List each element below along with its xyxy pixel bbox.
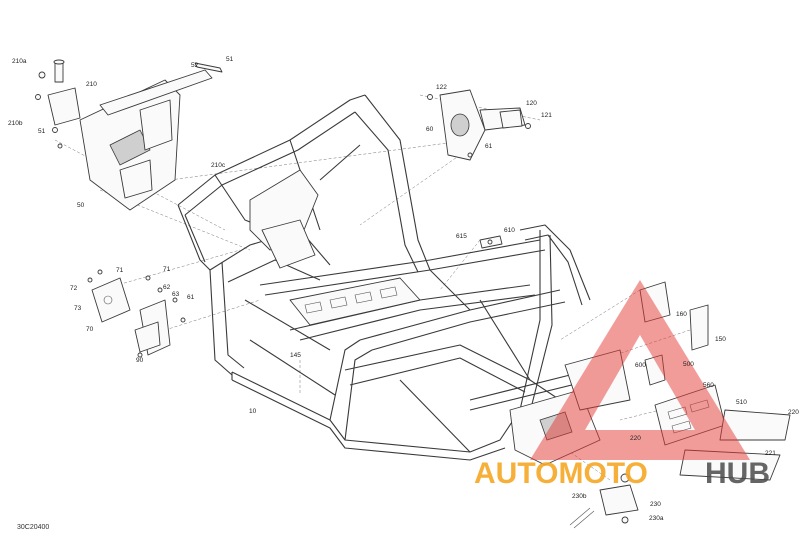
front-bracket-assembly	[35, 59, 223, 211]
label-10: 10	[249, 408, 257, 415]
label-70: 70	[86, 326, 94, 333]
label-560: 560	[703, 382, 714, 389]
diagram-reference-code: 30C20400	[17, 524, 49, 531]
label-90: 90	[136, 357, 144, 364]
label-61-upper: 61	[485, 143, 493, 150]
automotohub-watermark: AUTOMOTO HUB	[474, 280, 770, 490]
label-610: 610	[504, 227, 515, 234]
watermark-text-colored: AUTOMOTO	[474, 457, 648, 490]
label-50: 50	[77, 202, 85, 209]
watermark-text-dark: HUB	[705, 457, 770, 490]
label-230b: 230b	[572, 493, 587, 500]
label-600: 600	[635, 362, 646, 369]
label-220-center: 220	[630, 435, 641, 442]
label-72: 72	[70, 285, 78, 292]
label-220-right: 220	[788, 409, 799, 416]
label-51-top: 51	[226, 56, 234, 63]
clip-assembly	[479, 235, 503, 249]
label-120: 120	[526, 100, 537, 107]
label-145: 145	[290, 352, 301, 359]
label-121: 121	[541, 112, 552, 119]
label-60: 60	[426, 126, 434, 133]
label-210a: 210a	[12, 58, 27, 65]
label-615: 615	[456, 233, 467, 240]
part-labels: 210a 210 210b 51 52 51 50 210c 122 120 1…	[8, 56, 799, 522]
upper-right-mount	[427, 89, 531, 161]
label-221: 221	[765, 450, 776, 457]
label-52: 52	[191, 62, 199, 69]
label-160: 160	[676, 311, 687, 318]
label-510: 510	[736, 399, 747, 406]
label-71-right: 71	[163, 266, 171, 273]
watermark-triangle-icon	[530, 280, 750, 460]
main-frame	[177, 94, 593, 461]
label-210b: 210b	[8, 120, 23, 127]
floor-holes	[304, 286, 398, 314]
label-150: 150	[715, 336, 726, 343]
label-210: 210	[86, 81, 97, 88]
label-61-lower: 61	[187, 294, 195, 301]
label-122: 122	[436, 84, 447, 91]
label-51-left: 51	[38, 128, 46, 135]
label-210c: 210c	[211, 162, 226, 169]
label-73: 73	[74, 305, 82, 312]
label-63: 63	[172, 291, 180, 298]
label-62: 62	[163, 284, 171, 291]
label-230a: 230a	[649, 515, 664, 522]
label-500: 500	[683, 361, 694, 368]
left-plate-assembly	[87, 269, 186, 358]
label-230: 230	[650, 501, 661, 508]
label-71-left: 71	[116, 267, 124, 274]
